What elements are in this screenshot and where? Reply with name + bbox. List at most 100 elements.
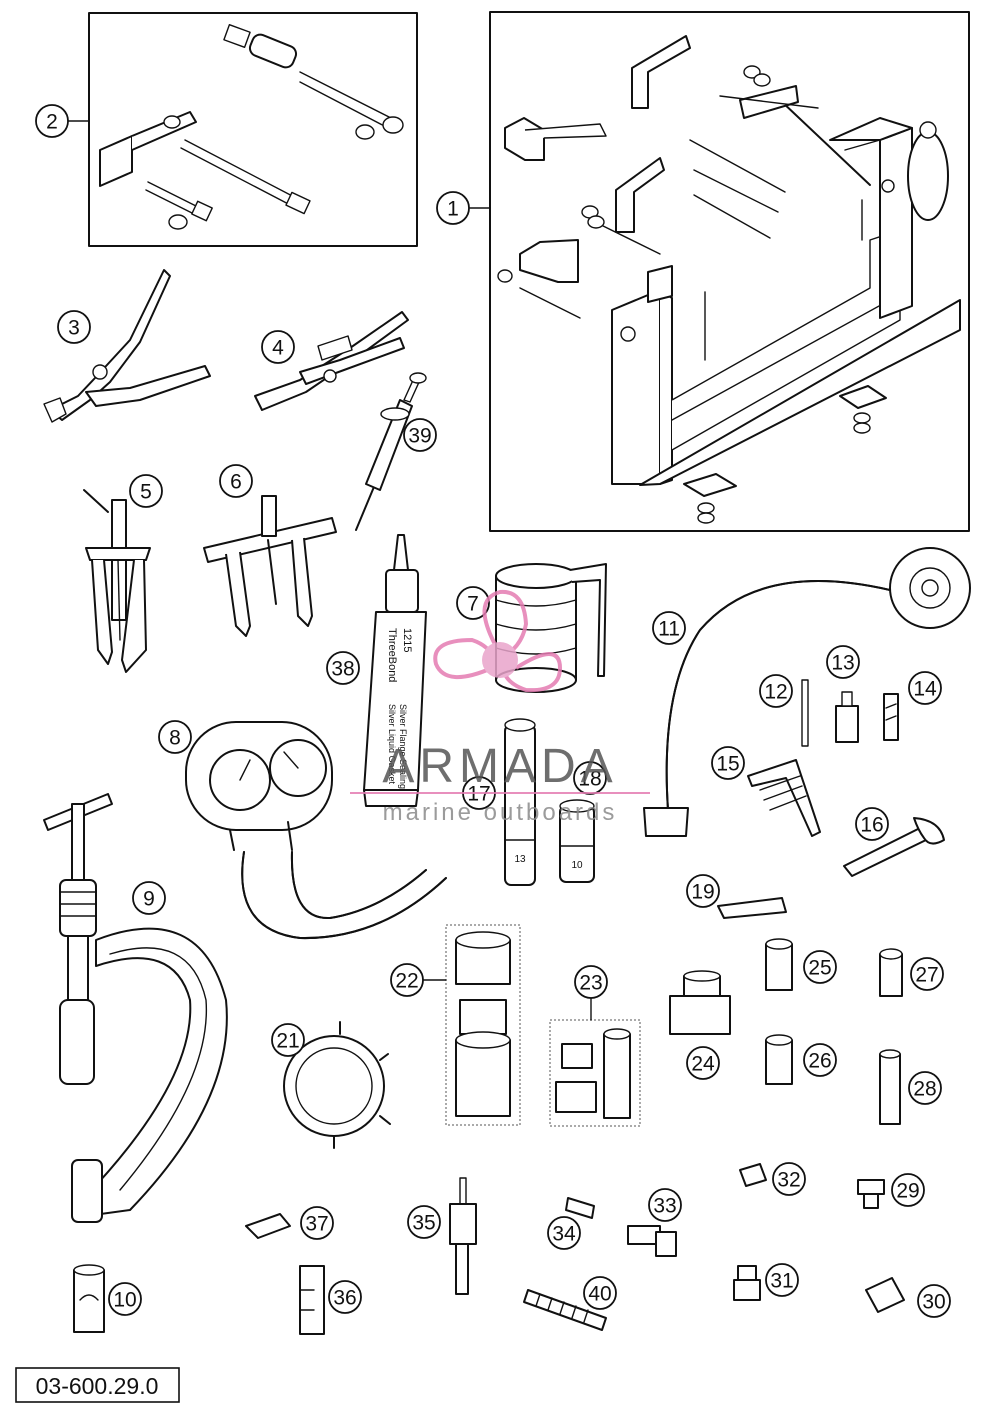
drawing-number: 03-600.29.0 (36, 1373, 159, 1399)
liquid-gasket-tube-38: ThreeBond 1215 Silver Liquid Gasket Silv… (363, 534, 427, 807)
svg-text:13: 13 (831, 652, 854, 675)
drawing-number-box: 03-600.29.0 (15, 1367, 180, 1403)
propeller-logo (433, 589, 563, 693)
svg-text:37: 37 (305, 1213, 328, 1236)
svg-text:1: 1 (447, 198, 459, 221)
callout-7: 7 (456, 586, 490, 620)
callout-5: 5 (129, 474, 163, 508)
callout-22: 22 (390, 963, 424, 997)
tube-desc-label-1: Silver Liquid Gasket (387, 704, 397, 785)
svg-text:2: 2 (46, 111, 58, 134)
hose-clamp-pliers-4 (254, 311, 409, 411)
svg-text:26: 26 (808, 1050, 831, 1073)
drift-27 (879, 948, 903, 997)
svg-text:24: 24 (691, 1053, 715, 1076)
callout-39: 39 (403, 418, 437, 452)
tube-brand-label: ThreeBond (386, 628, 398, 682)
bracket-kit-2 (99, 24, 404, 230)
callout-34: 34 (547, 1216, 581, 1250)
callout-16: 16 (855, 807, 889, 841)
callout-19: 19 (686, 874, 720, 908)
flat-gauge-19 (717, 897, 787, 919)
pin-spanner-16 (843, 817, 945, 877)
part-frame-1 (489, 11, 970, 532)
callout-35: 35 (407, 1205, 441, 1239)
feeler-gauge-15 (747, 759, 821, 837)
svg-text:23: 23 (579, 972, 602, 995)
tube-number-label: 1215 (401, 628, 413, 652)
socket-17: 13 (504, 718, 536, 886)
svg-text:25: 25 (808, 957, 831, 980)
svg-text:35: 35 (412, 1212, 435, 1235)
compression-tester-11 (643, 547, 971, 837)
svg-text:27: 27 (915, 964, 938, 987)
callout-12: 12 (759, 674, 793, 708)
tube-desc-label-2: Silver Flange Sealing (398, 704, 408, 789)
callout-32: 32 (772, 1162, 806, 1196)
callout-15: 15 (711, 746, 745, 780)
callout-3: 3 (57, 310, 91, 344)
drift-28 (879, 1049, 901, 1125)
callout-8: 8 (158, 720, 192, 754)
svg-text:4: 4 (272, 337, 284, 360)
svg-text:19: 19 (691, 881, 714, 904)
svg-text:6: 6 (230, 471, 242, 494)
svg-text:39: 39 (408, 425, 431, 448)
callout-30: 30 (917, 1284, 951, 1318)
pin-32 (739, 1163, 767, 1187)
svg-text:33: 33 (653, 1195, 676, 1218)
watermark-brand: ARMADA (382, 740, 617, 793)
svg-text:28: 28 (913, 1078, 936, 1101)
part-frame-2 (88, 12, 418, 247)
svg-text:12: 12 (764, 681, 787, 704)
grease-syringe-39 (355, 372, 427, 531)
spring-34 (565, 1197, 595, 1219)
engine-stand-1 (497, 35, 961, 524)
drift-26 (765, 1034, 793, 1085)
callout-14: 14 (908, 671, 942, 705)
socket-18: 10 (559, 799, 595, 883)
svg-text:30: 30 (922, 1291, 945, 1314)
vacuum-gauge-8 (185, 721, 447, 940)
callout-29: 29 (891, 1173, 925, 1207)
svg-text:3: 3 (68, 317, 80, 340)
puller-35 (449, 1177, 477, 1295)
drift-25 (765, 938, 793, 991)
callout-23: 23 (574, 965, 608, 999)
callout-11: 11 (652, 611, 686, 645)
svg-text:36: 36 (333, 1287, 356, 1310)
svg-text:10: 10 (113, 1289, 136, 1312)
callout-9: 9 (132, 881, 166, 915)
valve-spring-compressor-9 (43, 793, 228, 1223)
callout-13: 13 (826, 645, 860, 679)
svg-text:32: 32 (777, 1169, 800, 1192)
svg-text:16: 16 (860, 814, 883, 837)
svg-text:29: 29 (896, 1180, 919, 1203)
callout-6: 6 (219, 464, 253, 498)
callout-31: 31 (765, 1263, 799, 1297)
thread-locker-13 (835, 691, 859, 743)
callout-1: 1 (436, 191, 470, 225)
svg-text:8: 8 (169, 727, 181, 750)
svg-text:31: 31 (770, 1270, 793, 1293)
callout-21: 21 (271, 1023, 305, 1057)
callout-4: 4 (261, 330, 295, 364)
callout-24: 24 (686, 1046, 720, 1080)
svg-text:15: 15 (716, 753, 739, 776)
callout-38: 38 (326, 651, 360, 685)
bolt-33 (627, 1225, 677, 1257)
svg-text:7: 7 (467, 593, 479, 616)
socket-18-size: 10 (571, 860, 583, 871)
socket-17-size: 13 (514, 854, 526, 865)
callout-25: 25 (803, 950, 837, 984)
svg-text:18: 18 (578, 768, 601, 791)
spring-40 (523, 1289, 607, 1331)
plug-29 (857, 1179, 885, 1209)
drill-bit-14 (883, 693, 899, 741)
svg-text:22: 22 (395, 970, 418, 993)
lock-ring-21 (283, 1021, 391, 1149)
callout-10: 10 (108, 1282, 142, 1316)
callout-18: 18 (573, 761, 607, 795)
